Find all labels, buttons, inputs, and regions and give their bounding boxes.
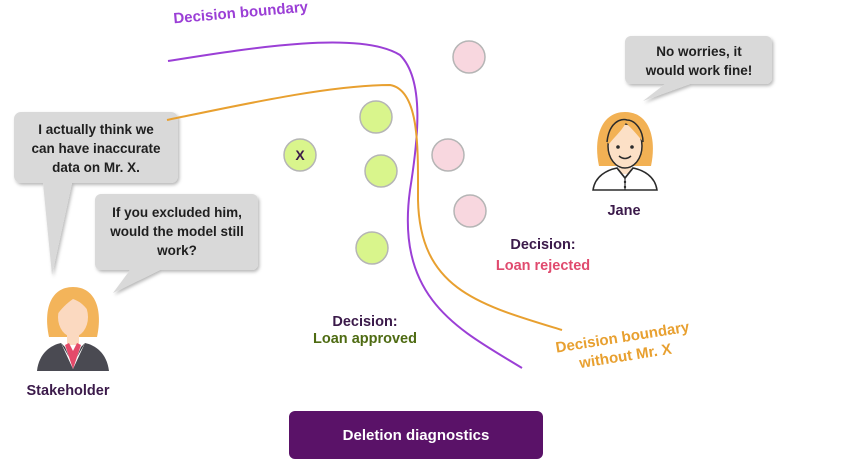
woman-stakeholder-icon (37, 287, 109, 371)
stakeholder-speech-bubble-1 (14, 112, 178, 275)
stakeholder-bubble-1-text: I actually think we can have inaccurate … (31, 122, 161, 175)
deletion-diagnostics-button[interactable]: Deletion diagnostics (289, 411, 543, 459)
stakeholder-speech-bubble-2 (95, 194, 258, 293)
mr-x-point (283, 138, 317, 172)
stakeholder-bubble-2-text: If you excluded him, would the model sti… (110, 205, 244, 258)
mr-x-marker-label: X (295, 147, 305, 163)
jane-name-label: Jane (607, 203, 641, 219)
rejected-point (431, 138, 465, 172)
approved-point (355, 231, 389, 265)
decision-approved-heading: Decision: (332, 314, 398, 330)
stakeholder-name-label: Stakeholder (26, 383, 110, 399)
rejected-point (453, 194, 487, 228)
approved-point (364, 154, 398, 188)
decision-rejected-heading: Decision: (510, 237, 576, 253)
approved-point (359, 100, 393, 134)
woman-jane-icon (592, 112, 658, 191)
jane-speech-bubble (625, 36, 772, 101)
loan-rejected-label: Loan rejected (495, 258, 591, 274)
rejected-point (452, 40, 486, 74)
decision-boundary-without-mr-x-curve (166, 83, 563, 331)
jane-bubble-text: No worries, it would work fine! (645, 44, 753, 78)
loan-approved-label: Loan approved (313, 331, 417, 347)
decision-boundary-curve (167, 41, 523, 369)
